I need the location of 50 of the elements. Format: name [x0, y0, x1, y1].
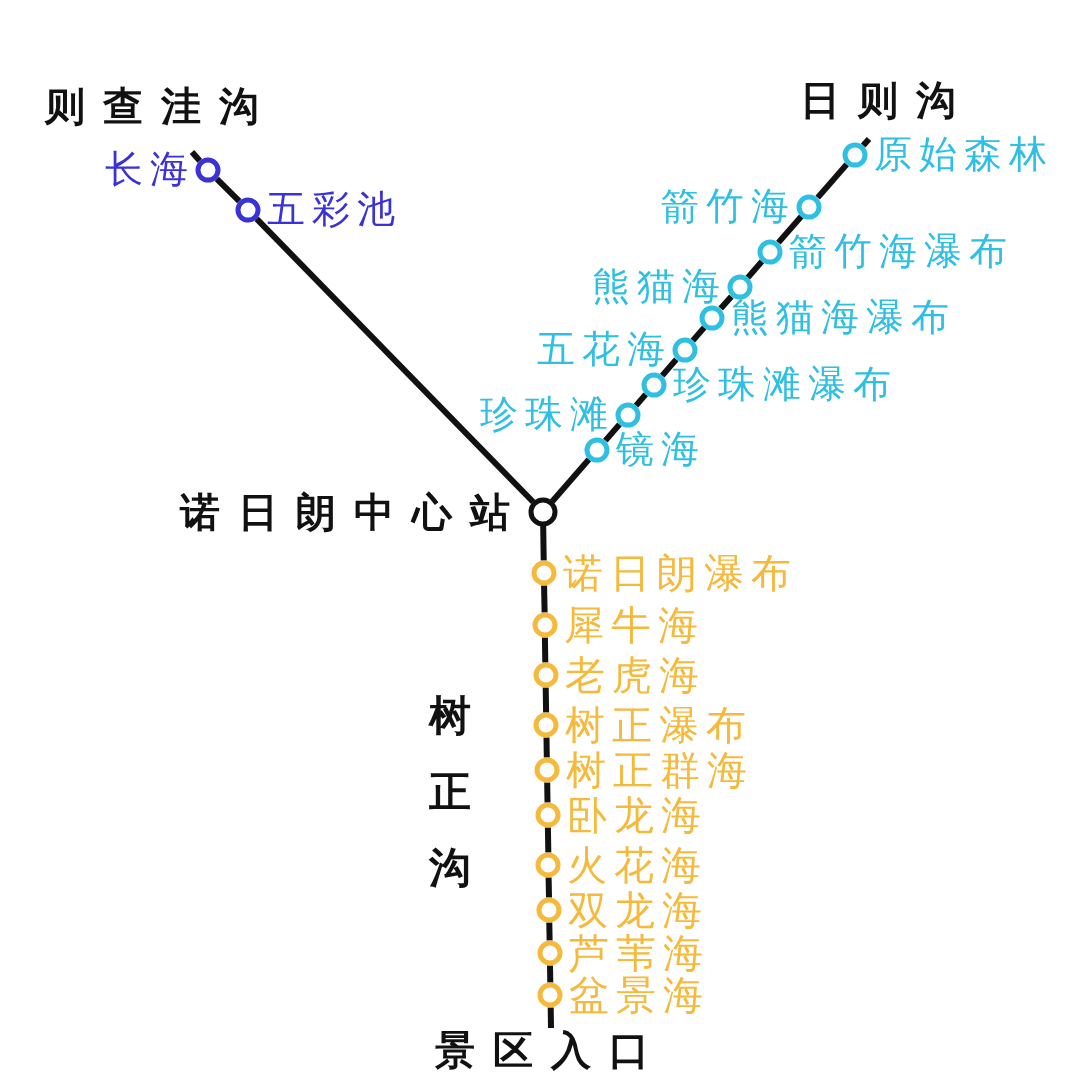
track-line: [633, 392, 648, 408]
station-name: 五花海: [536, 329, 672, 371]
track-line: [544, 782, 551, 803]
track-line: [545, 877, 552, 898]
place-name: 景区入口: [435, 1028, 667, 1072]
valley-name: 树正沟: [428, 690, 472, 894]
station-name: 珍珠滩瀑布: [672, 364, 898, 406]
station-name: 五彩池: [267, 189, 402, 231]
station-name: 卧龙海: [566, 793, 708, 837]
track-line: [659, 357, 679, 378]
track-line: [718, 294, 734, 311]
track-line: [603, 422, 622, 443]
track-line: [254, 216, 536, 505]
station-name: 箭竹海瀑布: [789, 231, 1015, 273]
track-line: [745, 259, 765, 280]
track-line: [815, 162, 849, 200]
track-line: [214, 176, 242, 204]
station-name: 镜海: [616, 429, 707, 471]
station-name: 箭竹海: [661, 186, 797, 228]
station-name: 树正瀑布: [565, 703, 754, 747]
station-name: 长海: [105, 149, 195, 191]
track-line: [189, 150, 202, 163]
station-name: 熊猫海: [591, 266, 727, 308]
station-name: 火花海: [567, 843, 709, 887]
track-line: [547, 1007, 554, 1029]
station-name: 双龙海: [568, 888, 710, 932]
station-name: 老虎海: [564, 653, 706, 697]
valley-name: 则查洼沟: [45, 84, 277, 128]
track-line: [544, 827, 552, 853]
station-name: 芦苇海: [568, 931, 710, 975]
station-name: 原始森林: [873, 134, 1054, 176]
station-name: 诺日朗中心站: [180, 490, 528, 534]
track-line: [546, 922, 553, 941]
station-name: 树正群海: [566, 748, 754, 792]
track-line: [776, 214, 804, 245]
track-line: [541, 637, 549, 663]
track-line: [549, 457, 592, 504]
station-name: 诺日朗瀑布: [562, 551, 798, 595]
track-line: [547, 965, 554, 983]
station-name: 盆景海: [569, 973, 711, 1017]
station-name: 犀牛海: [563, 603, 705, 647]
track-line: [542, 687, 550, 713]
station-name: 珍珠滩: [479, 394, 615, 436]
valley-name: 日则沟: [800, 78, 974, 122]
station-name: 熊猫海瀑布: [731, 297, 957, 339]
track-line: [541, 585, 548, 613]
track-line: [543, 737, 550, 758]
track-line: [540, 525, 547, 561]
track-line: [690, 325, 707, 343]
track-line: [860, 137, 872, 148]
